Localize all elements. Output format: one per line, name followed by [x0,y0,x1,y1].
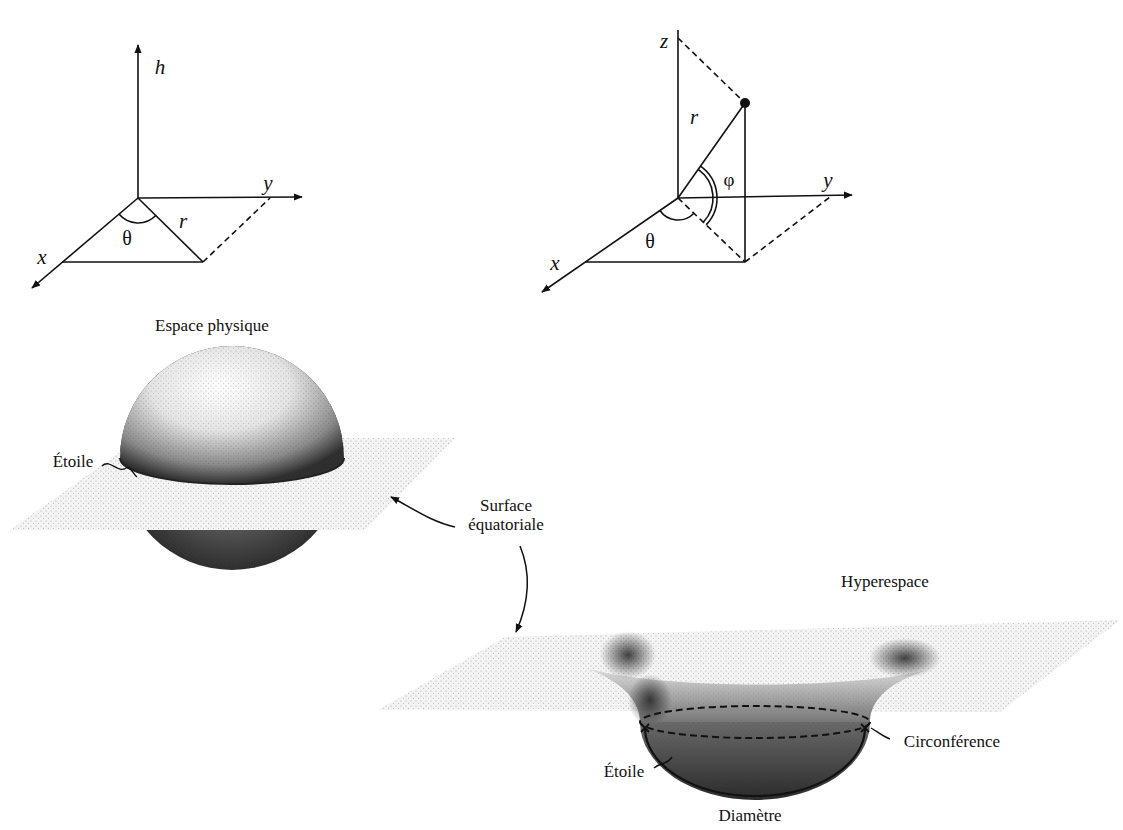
angle-label: θ [122,227,132,249]
shading [600,631,656,679]
theta-arc [660,211,694,220]
theta-arc [119,214,156,223]
part-label: Étoile [604,763,645,782]
radius-line [678,103,745,198]
point [740,98,750,108]
axis-label: z [660,30,668,53]
star-lower [120,346,344,570]
leader-line [102,464,137,477]
circumference-ellipse [640,706,870,738]
h-axis [137,45,139,198]
star-upper [120,346,344,484]
callout-label: Surface équatoriale [454,497,558,534]
shading [869,638,941,678]
leader-line [871,728,890,739]
axis-label: x [550,252,559,275]
panel-title: Espace physique [155,317,269,336]
star-stipple [120,346,344,570]
leader-line [654,757,672,768]
star-stipple [120,346,344,484]
radius-line [138,198,203,262]
z-axis [677,30,679,198]
y-axis [138,197,302,198]
radius-label: r [690,106,698,129]
pointer-arrow [516,546,527,632]
equator-line [120,458,344,484]
angle-label: θ [645,230,655,252]
pointer-arrow [391,497,455,527]
x-axis [542,198,678,292]
x-axis [32,198,138,288]
axis-label: h [155,56,166,79]
polar-axes [32,45,302,288]
spherical-axes [542,30,852,292]
dashed-projection [203,198,270,262]
physical-space [10,346,455,570]
projection-line [585,261,745,263]
radius-label: r [179,210,187,233]
axis-label: y [263,172,272,195]
projection-line [62,261,203,263]
y-axis [678,195,852,198]
dashed-projection [678,38,745,103]
vertical-drop [744,103,746,262]
dashed-projection [745,197,830,262]
panel-title: Hyperespace [841,573,929,592]
diameter-arc [645,728,865,796]
part-label: Circonférence [904,733,1000,752]
phi-arc [701,166,718,225]
part-label: Étoile [53,453,94,472]
axis-label: y [823,169,832,192]
axis-label: x [37,246,46,269]
part-label: Diamètre [718,807,781,826]
angle-label: φ [724,170,735,191]
hyperspace [378,620,1120,800]
shading [628,674,672,726]
